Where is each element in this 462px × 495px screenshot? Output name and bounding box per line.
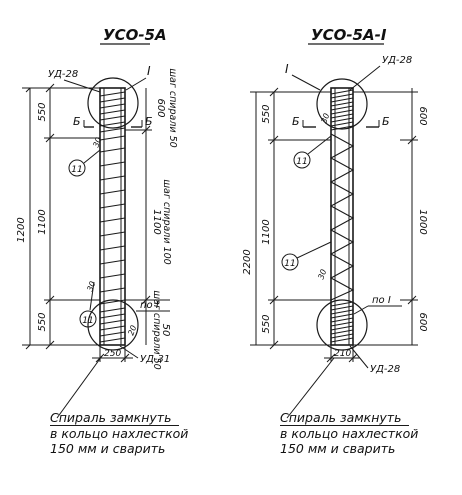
left-note-line-3: 150 мм и сварить	[50, 441, 166, 456]
left-title: УСО-5А	[103, 26, 167, 44]
left-view-ref: по I	[140, 300, 159, 311]
right-section-mark-left: Б	[292, 115, 300, 128]
right-callout-circle-bottom	[316, 299, 368, 351]
right-callout-roman: I	[285, 62, 289, 76]
right-element: УСО-5А-I	[242, 26, 428, 419]
left-right-dim-top: 600	[155, 98, 166, 117]
left-pos-label-lower: 11	[82, 316, 93, 326]
left-note: Спираль замкнуть в кольцо нахлесткой 150…	[50, 410, 188, 456]
left-note-line-1: Спираль замкнуть	[50, 410, 180, 426]
left-dim-total: 1200	[16, 217, 27, 242]
right-section-mark-right: Б	[382, 115, 390, 128]
left-small-bottom: 20	[126, 324, 138, 337]
right-dim-total: 2200	[242, 249, 253, 274]
right-note-leader	[286, 357, 335, 419]
right-dim-width: 210	[334, 349, 351, 359]
right-pos-marker-upper	[293, 151, 311, 169]
left-pos-label-upper: 11	[71, 165, 82, 175]
right-dimension-lines	[250, 87, 331, 350]
left-spiral-label-middle: шаг спирали 100	[161, 179, 172, 264]
right-dim-bottom: 550	[261, 314, 272, 333]
right-right-dim-middle: 1000	[417, 209, 428, 234]
left-callout-circle-top	[87, 77, 139, 129]
left-right-dim-middle: 1100	[151, 209, 162, 234]
left-callout-circle-bottom	[87, 299, 139, 351]
right-note-line-3: 150 мм и сварить	[280, 441, 396, 456]
right-dim-top: 550	[261, 104, 272, 123]
right-spiral-middle	[329, 133, 355, 301]
right-pos-label-upper: 11	[296, 157, 307, 167]
right-note-line-1: Спираль замкнуть	[280, 410, 410, 426]
left-dimension-lines	[22, 83, 100, 350]
right-spiral-bottom	[330, 301, 354, 343]
right-view-ref: по I	[372, 295, 391, 306]
right-bottom-dimension	[324, 345, 360, 363]
right-column-body	[330, 87, 354, 346]
left-note-leader	[56, 355, 103, 419]
right-right-dim-top: 600	[417, 106, 428, 125]
left-column-body	[99, 87, 126, 346]
right-right-dim-bottom: 600	[417, 312, 428, 331]
left-note-line-2: в кольцо нахлесткой	[50, 426, 189, 441]
left-section-mark-left: Б	[73, 115, 81, 128]
right-pos-label-lower: 11	[284, 259, 295, 269]
left-dim-bottom: 550	[37, 312, 48, 331]
right-spiral-top	[330, 89, 354, 131]
right-title: УСО-5А-I	[311, 26, 387, 44]
left-dim-width: 250	[104, 349, 121, 359]
left-section-mark-right: Б	[145, 115, 153, 128]
left-spiral	[99, 91, 126, 343]
right-small-upper: 30	[319, 112, 331, 125]
right-note: Спираль замкнуть в кольцо нахлесткой 150…	[280, 410, 418, 456]
left-element: УСО-5А	[16, 26, 178, 419]
right-right-dimension	[353, 88, 418, 346]
right-tag-top: УД-28	[382, 55, 412, 66]
right-tag-bottom: УД-28	[370, 364, 400, 375]
left-callout-roman: I	[147, 64, 151, 78]
right-small-lower: 30	[316, 268, 328, 281]
left-spiral-label-lower: шаг спирали 50	[151, 290, 162, 369]
left-tag-top: УД-28	[48, 69, 78, 80]
left-right-dimension	[125, 88, 170, 345]
left-pos-marker-upper	[68, 159, 86, 177]
left-tag-bottom: УД-31	[140, 354, 170, 365]
right-dim-middle: 1100	[261, 219, 272, 244]
left-bottom-dimension	[92, 345, 133, 363]
left-right-dim-bottom: 50	[160, 324, 171, 337]
left-dim-middle: 1100	[37, 209, 48, 234]
left-spiral-label-upper: шаг спирали 50	[167, 68, 178, 147]
right-callout-circle-top	[316, 78, 368, 130]
right-note-line-2: в кольцо нахлесткой	[280, 426, 419, 441]
left-pos-marker-lower	[79, 310, 97, 328]
left-dim-top: 550	[37, 102, 48, 121]
left-small-lower: 30	[85, 280, 97, 293]
left-small-upper: 30	[91, 136, 103, 149]
right-pos-marker-lower	[281, 253, 299, 271]
